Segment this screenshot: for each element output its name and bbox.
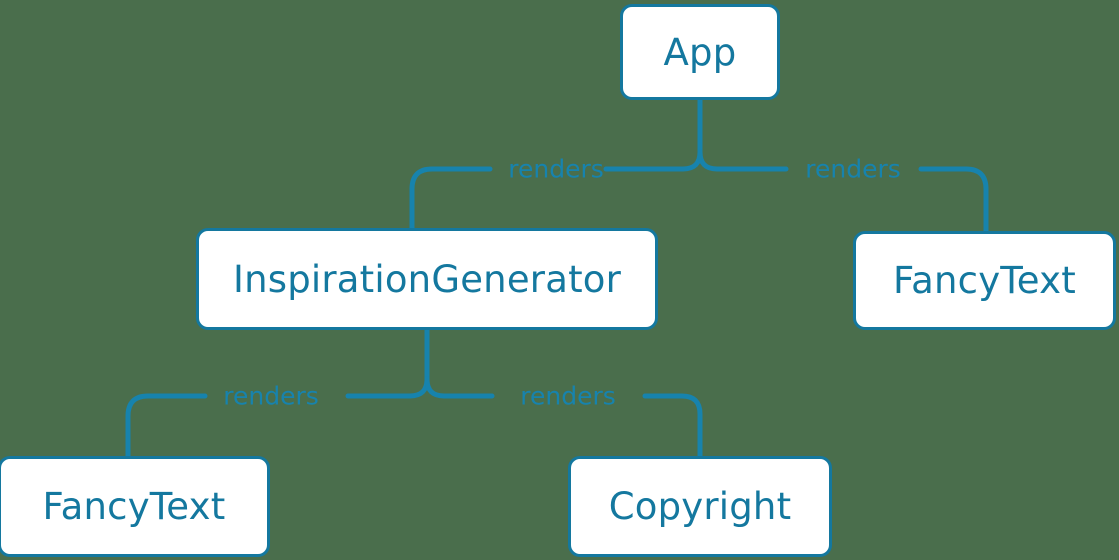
node-fancytext-bottom[interactable]: FancyText — [0, 456, 270, 557]
node-app-label: App — [663, 30, 737, 74]
edge-app-to-fancytext-right — [697, 149, 989, 234]
node-copyright-label: Copyright — [608, 485, 792, 528]
edge-label-renders-ig-fancytext: renders — [223, 381, 319, 411]
node-copyright[interactable]: Copyright — [568, 456, 832, 557]
node-fancytext-right-label: FancyText — [893, 259, 1076, 302]
node-inspiration-generator[interactable]: InspirationGenerator — [196, 228, 658, 330]
edge-label-renders-app-fancytext: renders — [805, 154, 901, 184]
edge-label-renders-ig-copyright: renders — [520, 381, 616, 411]
edge-inspiration-generator-to-copyright — [424, 376, 703, 459]
edge-label-renders-app-inspiration: renders — [508, 154, 604, 184]
node-inspiration-generator-label: InspirationGenerator — [232, 257, 622, 301]
node-fancytext-right[interactable]: FancyText — [853, 231, 1116, 330]
node-fancytext-bottom-label: FancyText — [42, 485, 226, 528]
node-app[interactable]: App — [620, 4, 780, 100]
